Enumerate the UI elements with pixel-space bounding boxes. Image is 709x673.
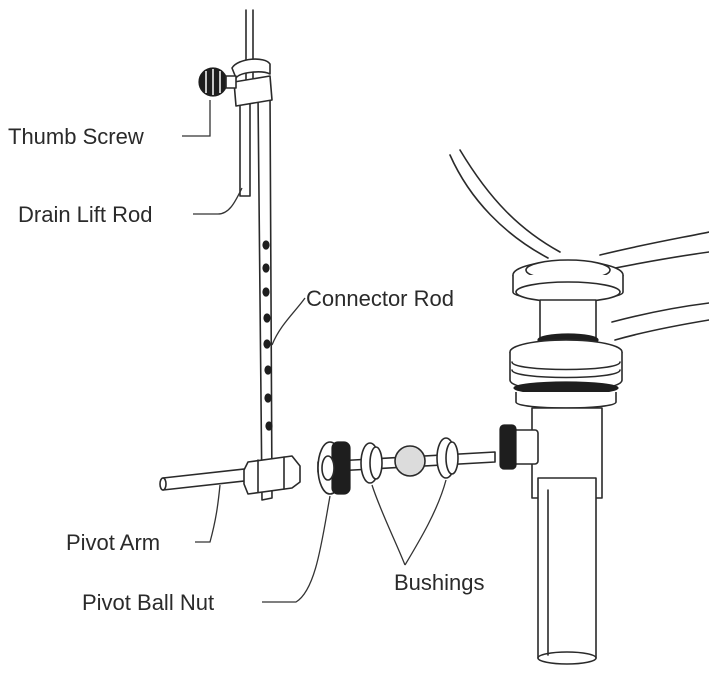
bushing-right [436,437,459,479]
leader-connector-rod [271,297,306,346]
label-drain-lift-rod: Drain Lift Rod [18,202,153,227]
leader-drain-lift-rod [193,187,243,215]
pivot-ball [394,445,426,477]
pivot-ball-nut [317,441,351,495]
connector-strap [243,91,301,501]
leader-pivot-ball-nut [262,495,331,603]
leader-bushing-left [371,484,406,566]
leader-thumb-screw [182,100,211,137]
bushing-left [360,442,383,484]
thumb-screw [198,67,237,97]
label-pivot-arm: Pivot Arm [66,530,160,555]
drain-body [449,149,709,665]
label-bushings: Bushings [394,570,485,595]
leader-pivot-arm [195,484,221,543]
clevis-bracket [231,58,273,107]
leader-bushing-right [404,479,447,566]
label-thumb-screw: Thumb Screw [8,124,144,149]
label-pivot-ball-nut: Pivot Ball Nut [82,590,214,615]
label-connector-rod: Connector Rod [306,286,454,311]
